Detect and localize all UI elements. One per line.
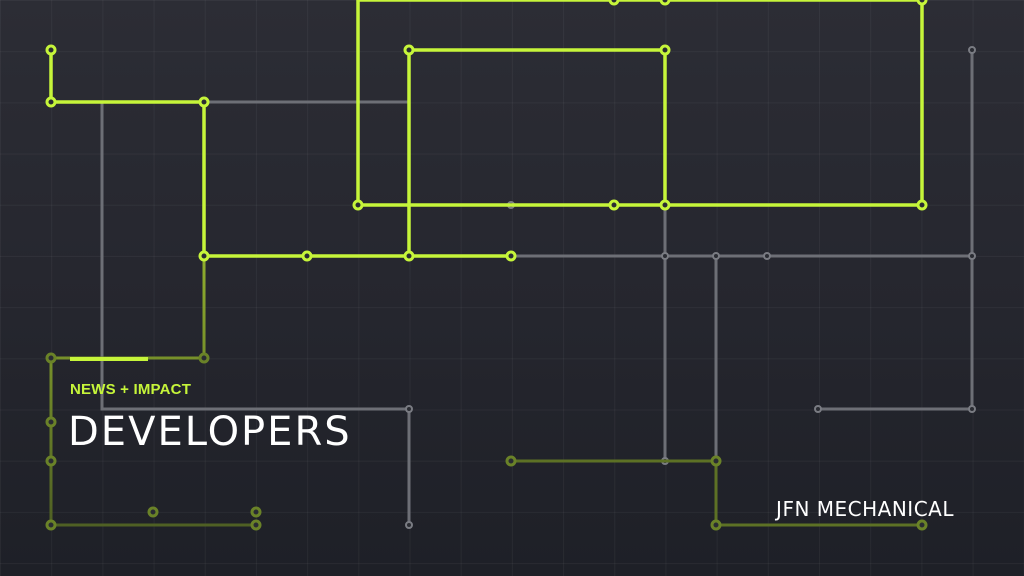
bright-green-nodes (45, 0, 928, 262)
accent-bar (70, 357, 148, 361)
gray-nodes (405, 46, 976, 529)
dim-green-nodes (45, 352, 928, 531)
eyebrow-label: NEWS + IMPACT (70, 381, 192, 398)
brand-name: JFN MECHANICAL (776, 497, 954, 521)
headline: DEVELOPERS (68, 409, 352, 455)
dim-green-traces-right (511, 459, 922, 527)
bright-green-traces (49, 0, 924, 258)
